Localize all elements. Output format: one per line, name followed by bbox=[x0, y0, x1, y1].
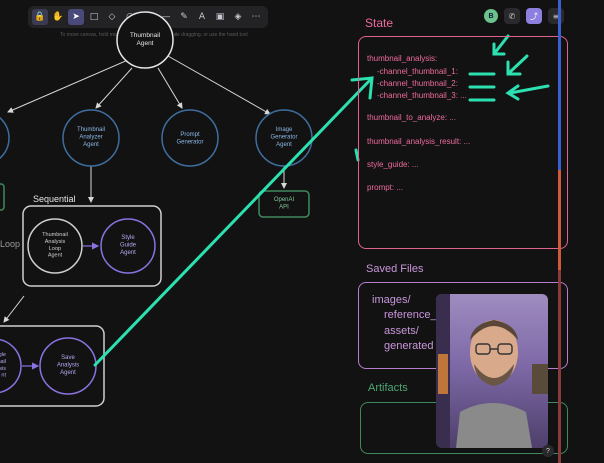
edge-agent-analyzer bbox=[95, 67, 133, 109]
diamond-tool[interactable]: ◇ bbox=[108, 12, 116, 22]
state-line: -channel_thumbnail_1: bbox=[377, 67, 458, 76]
state-line: thumbnail_analysis_result: ... bbox=[367, 137, 471, 146]
edge-agent-image bbox=[167, 55, 271, 115]
single-partial-label: glenailysisnt bbox=[0, 352, 6, 379]
node-label-line: Prompt bbox=[180, 132, 200, 138]
edge-bar-red bbox=[558, 170, 561, 270]
text-tool[interactable]: A bbox=[198, 12, 206, 22]
eraser-tool[interactable]: ◈ bbox=[234, 12, 242, 22]
node-label-line: Agent bbox=[60, 370, 76, 376]
openai-api-node[interactable]: OpenAI API bbox=[258, 190, 310, 218]
left-partial-api[interactable] bbox=[0, 183, 5, 211]
avatar[interactable]: B bbox=[484, 9, 498, 23]
artifacts-title: Artifacts bbox=[368, 382, 408, 394]
node-label-line: API bbox=[279, 205, 289, 211]
sequential-label-label: Sequential bbox=[33, 194, 76, 204]
node-label-line: OpenAI bbox=[274, 197, 295, 203]
share-icon[interactable]: ⤴ bbox=[526, 8, 542, 24]
saved-files-title: Saved Files bbox=[366, 263, 424, 275]
node-label-line: Agent bbox=[276, 142, 292, 148]
single-analysis-node[interactable]: glenailysisnt bbox=[0, 338, 22, 394]
node-label-line: Image bbox=[276, 127, 293, 133]
node-label-line: Thumbnail bbox=[77, 127, 105, 133]
bottom-sequential-group[interactable] bbox=[0, 325, 105, 407]
node-label-line: Analyzer bbox=[79, 135, 102, 141]
node-label-line: nail bbox=[0, 359, 6, 365]
openai-api-label: OpenAI API bbox=[274, 197, 295, 211]
node-label-line: Agent bbox=[48, 253, 63, 259]
node-label-line: gle bbox=[0, 352, 6, 358]
webcam-overlay bbox=[436, 294, 548, 448]
select-tool[interactable]: ➤ bbox=[68, 9, 84, 25]
node-label-line: Generator bbox=[176, 140, 203, 146]
state-line: thumbnail_to_analyze: ... bbox=[367, 113, 456, 122]
saved-file-line: generated bbox=[384, 340, 434, 352]
node-label-line: Agent bbox=[120, 250, 136, 256]
edge-bar-blue bbox=[558, 0, 561, 170]
state-line: -channel_thumbnail_2: bbox=[377, 79, 458, 88]
edge-sequential-down bbox=[3, 295, 25, 323]
annotation-marks bbox=[354, 34, 550, 162]
sequential-group[interactable] bbox=[22, 205, 162, 287]
state-panel bbox=[358, 36, 568, 249]
node-label-line: Thumbnail bbox=[130, 32, 161, 39]
loop-label-label: Loop bbox=[0, 239, 20, 249]
state-line: thumbnail_analysis: bbox=[367, 54, 438, 63]
node-label-line: Guide bbox=[120, 243, 137, 249]
edge-agent-prompt bbox=[157, 67, 183, 109]
node-label-line: Generator bbox=[270, 135, 297, 141]
node-label-line: Agent bbox=[137, 40, 154, 47]
node-label-line: Analysis bbox=[57, 363, 79, 369]
node-label-line: Style bbox=[121, 235, 135, 241]
annotation-arrow bbox=[93, 76, 374, 367]
saved-file-line: images/ bbox=[372, 294, 411, 306]
presenter-image bbox=[436, 294, 548, 448]
edge-bar-dark bbox=[558, 270, 561, 463]
saved-file-line: assets/ bbox=[384, 325, 419, 337]
hand-tool[interactable]: ✋ bbox=[52, 12, 64, 22]
node-label-line: Loop bbox=[0, 239, 20, 249]
rectangle-tool[interactable]: □ bbox=[89, 12, 99, 22]
node-label-line: Sequential bbox=[33, 194, 76, 204]
node-label-line: Analysis bbox=[45, 239, 66, 245]
lock-tool[interactable]: 🔒 bbox=[32, 9, 48, 25]
state-title: State bbox=[365, 16, 394, 30]
node-label-line: Loop bbox=[49, 246, 61, 252]
node-label-line: nt bbox=[1, 373, 6, 379]
saved-file-line: reference_ bbox=[384, 309, 437, 321]
line-tool[interactable]: — bbox=[161, 12, 171, 22]
edge-agent-left bbox=[7, 59, 129, 113]
draw-tool[interactable]: ✎ bbox=[180, 12, 188, 22]
node-label-line: Save bbox=[61, 355, 75, 361]
state-line: -channel_thumbnail_3: ... bbox=[377, 91, 467, 100]
left-partial-node[interactable] bbox=[0, 111, 10, 165]
node-label-line: ysis bbox=[0, 366, 6, 372]
node-label-line: Agent bbox=[83, 142, 99, 148]
call-icon[interactable]: ✆ bbox=[504, 8, 520, 24]
state-line: prompt: ... bbox=[367, 183, 404, 192]
image-tool[interactable]: ▣ bbox=[215, 12, 225, 22]
connectors bbox=[3, 55, 287, 323]
node-label-line: Thumbnail bbox=[42, 232, 68, 238]
state-line: style_guide: ... bbox=[367, 160, 419, 169]
help-icon[interactable]: ? bbox=[542, 445, 554, 457]
more-tools[interactable]: ⋯ bbox=[251, 12, 261, 22]
